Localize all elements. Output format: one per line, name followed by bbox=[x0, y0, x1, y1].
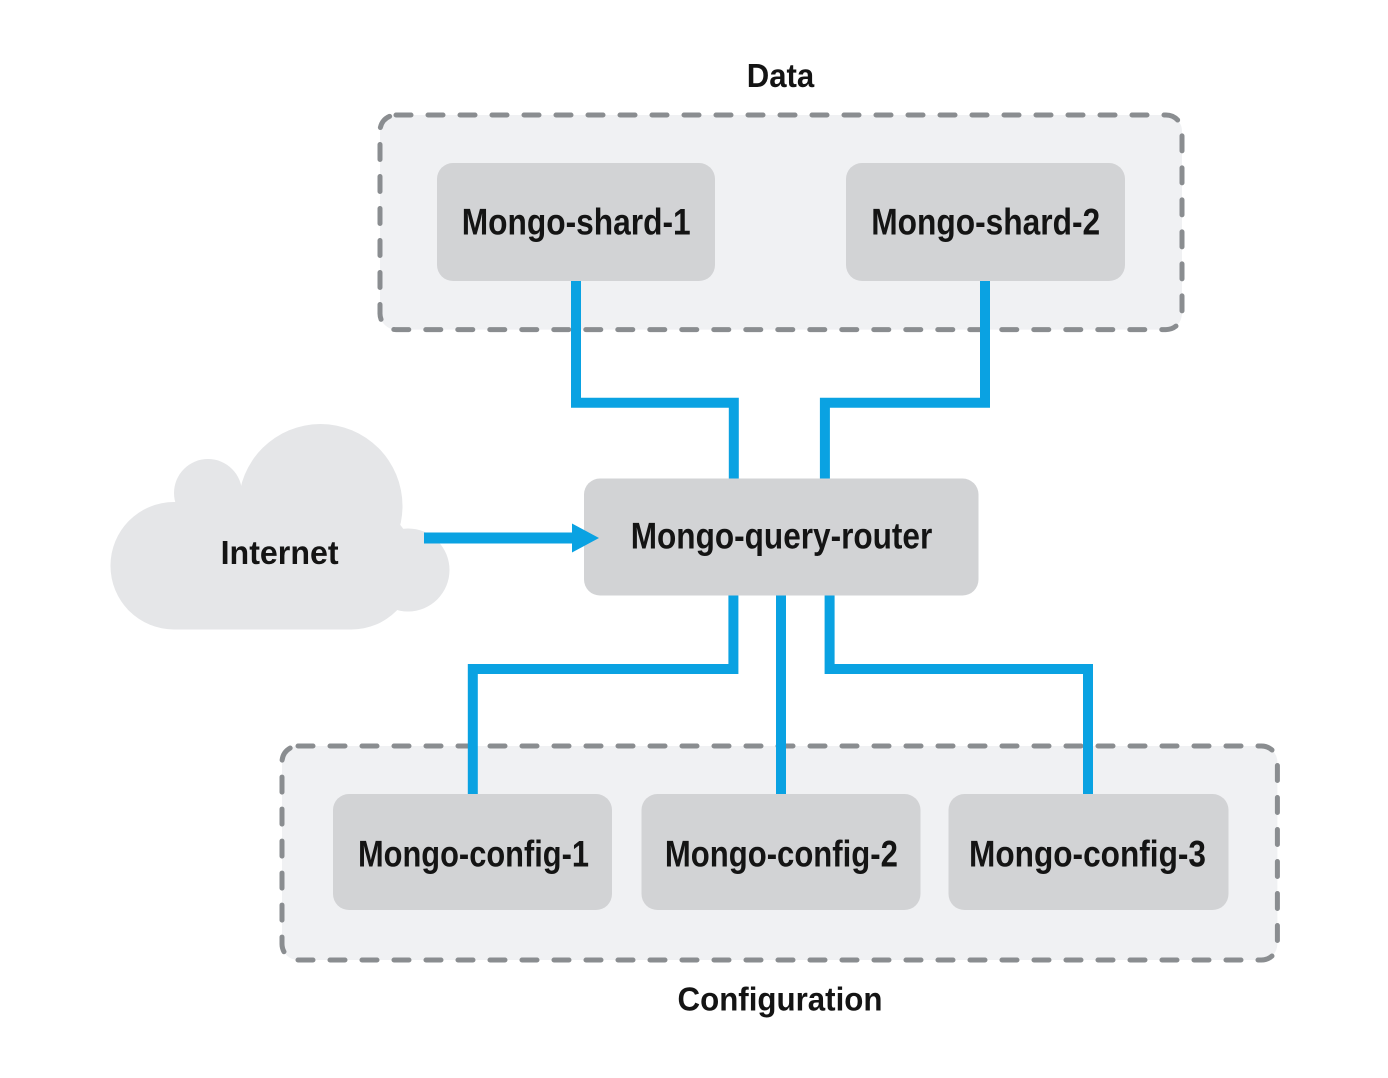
svg-text:Mongo-shard-2: Mongo-shard-2 bbox=[871, 202, 1100, 243]
svg-text:Mongo-query-router: Mongo-query-router bbox=[631, 516, 933, 557]
svg-text:Internet: Internet bbox=[221, 534, 339, 571]
svg-text:Mongo-config-3: Mongo-config-3 bbox=[969, 833, 1206, 874]
svg-text:Configuration: Configuration bbox=[678, 981, 883, 1018]
svg-text:Mongo-config-1: Mongo-config-1 bbox=[358, 833, 589, 874]
svg-text:Mongo-config-2: Mongo-config-2 bbox=[665, 833, 898, 874]
svg-text:Data: Data bbox=[747, 57, 815, 94]
svg-text:Mongo-shard-1: Mongo-shard-1 bbox=[462, 202, 691, 243]
